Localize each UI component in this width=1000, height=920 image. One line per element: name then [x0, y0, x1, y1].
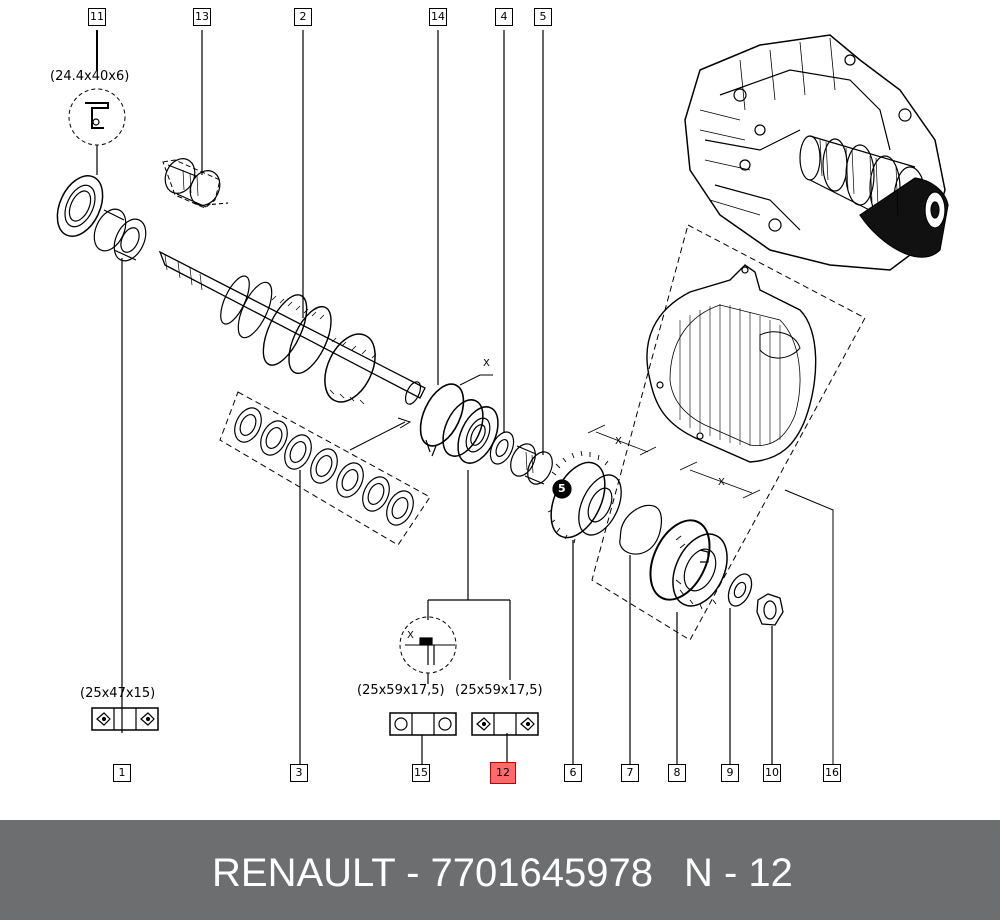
callout-3[interactable]: 3 — [290, 764, 308, 782]
washer-4-part — [489, 30, 515, 465]
housing-cover-group — [591, 224, 866, 641]
callout-5[interactable]: 5 — [534, 8, 552, 26]
lock-washer-9-part — [727, 573, 753, 765]
needle-bearing-13-part — [162, 30, 229, 209]
diagram-drawing — [56, 30, 949, 765]
exploded-parts-diagram: 5 X X X X (24.4x40x6) (25x47x15) (25x59x… — [50, 8, 949, 784]
callout-8[interactable]: 8 — [668, 764, 686, 782]
callout-11[interactable]: 11 — [88, 8, 106, 26]
gearbox-illustration — [684, 34, 949, 271]
needle-bearing-5-part — [510, 30, 553, 485]
bearing-symbol-15 — [389, 712, 457, 736]
callout-12[interactable]: 12 — [490, 762, 516, 784]
footer-reference: N - 12 — [684, 851, 793, 895]
dimension-bearing-1: (25x47x15) — [80, 686, 156, 701]
marker-circled-5: 5 — [558, 482, 566, 495]
bearing-section-detail — [399, 616, 457, 684]
callout-1[interactable]: 1 — [113, 764, 131, 782]
bearing-symbol-12 — [471, 712, 539, 736]
gear-6-part — [547, 424, 657, 765]
bearing-1-part — [93, 208, 147, 733]
dimension-seal-11: (24.4x40x6) — [50, 69, 130, 84]
marker-x-detail: X — [407, 630, 414, 641]
marker-x-hub: X — [718, 477, 725, 488]
callout-14[interactable]: 14 — [429, 8, 447, 26]
seal-ring-part — [56, 175, 104, 237]
nut-10-part — [756, 593, 784, 765]
marker-x-gear: X — [615, 436, 622, 447]
synchro-hub-8-part — [649, 461, 761, 765]
ball-bearing-12-part — [427, 399, 511, 765]
bearing-symbol-1 — [91, 707, 159, 731]
callout-13[interactable]: 13 — [193, 8, 211, 26]
callout-7[interactable]: 7 — [621, 764, 639, 782]
o-ring-7-part — [619, 504, 663, 765]
circlip-14-part — [419, 30, 493, 457]
footer-banner: RENAULT - 7701645978 N - 12 — [0, 820, 1000, 920]
footer-part-number: RENAULT - 7701645978 — [212, 851, 654, 895]
gearbox-shaft-gears — [799, 135, 949, 258]
seal-11-detail — [68, 30, 126, 175]
callout-15[interactable]: 15 — [412, 764, 430, 782]
callout-4[interactable]: 4 — [495, 8, 513, 26]
callout-9[interactable]: 9 — [721, 764, 739, 782]
callout-16[interactable]: 16 — [823, 764, 841, 782]
dimension-bearing-12: (25x59x17,5) — [455, 683, 543, 698]
callout-2[interactable]: 2 — [294, 8, 312, 26]
marker-x-circlip: X — [483, 358, 490, 369]
callout-10[interactable]: 10 — [763, 764, 781, 782]
callout-6[interactable]: 6 — [564, 764, 582, 782]
input-shaft-2-part — [158, 30, 426, 405]
shims-3-part — [219, 391, 431, 765]
dimension-bearing-15: (25x59x17,5) — [357, 683, 445, 698]
